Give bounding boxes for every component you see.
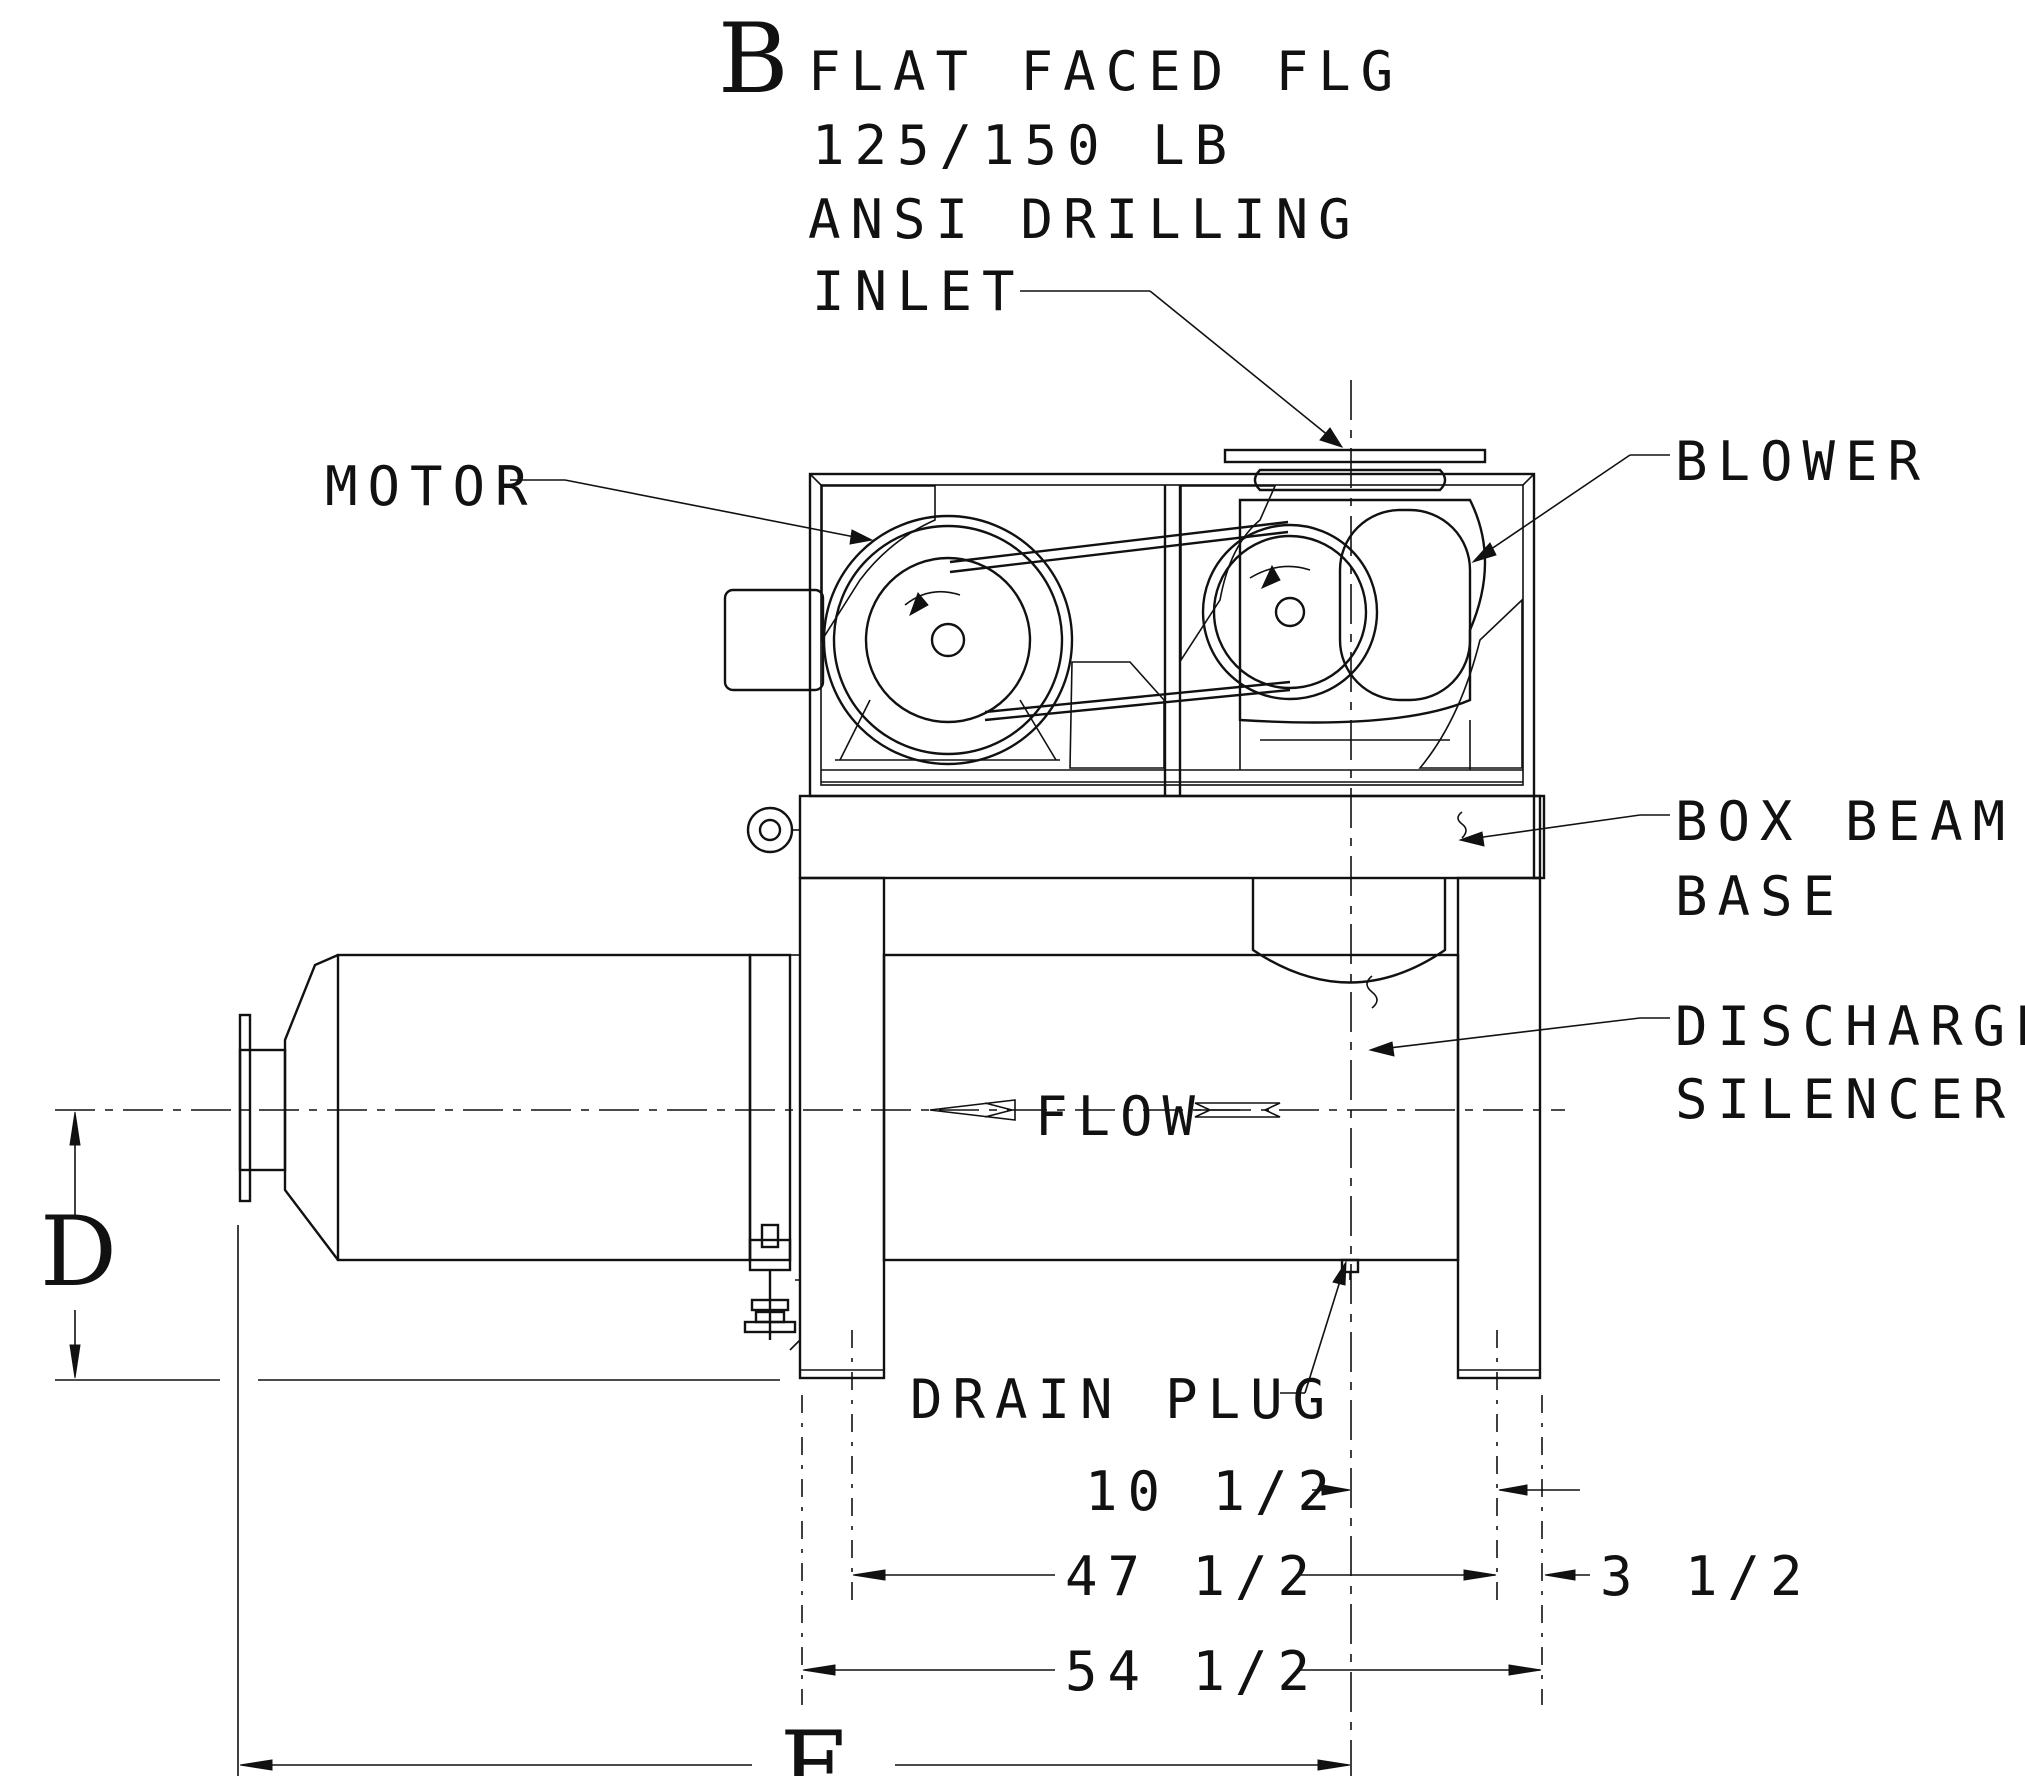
silencer-label-line1: DISCHARGE — [1675, 995, 2025, 1058]
inlet-letter: B — [718, 3, 789, 115]
inlet-label-line2: 125/150 LB — [812, 114, 1237, 177]
inlet-label-line4: INLET — [812, 260, 1025, 323]
box-beam-base — [746, 794, 1546, 880]
blower-label: BLOWER — [1675, 430, 1930, 493]
inlet-label-line1: FLAT FACED FLG — [808, 40, 1403, 103]
leader-lines — [510, 290, 1670, 1394]
dimension-labels: D E 10 1/2 47 1/2 3 1/2 54 1/2 — [40, 1196, 1813, 1776]
silencer-label-line2: SILENCER — [1675, 1068, 2015, 1131]
discharge-silencer — [238, 878, 1460, 1351]
flow-label: FLOW — [1035, 1085, 1205, 1148]
flow-indicator — [929, 1099, 1281, 1121]
dimension-47-1-2: 47 1/2 — [1065, 1545, 1320, 1608]
callout-labels: B FLAT FACED FLG 125/150 LB ANSI DRILLIN… — [325, 3, 2025, 1431]
dimension-3-1-2: 3 1/2 — [1600, 1545, 1813, 1608]
base-label-line2: BASE — [1675, 865, 1845, 928]
motor-label: MOTOR — [325, 455, 538, 518]
centerlines — [55, 380, 1565, 1776]
belt-guard — [808, 472, 1536, 798]
dimension-lines — [55, 1111, 1590, 1776]
dimension-d-letter: D — [40, 1196, 117, 1308]
inlet-label-line3: ANSI DRILLING — [808, 188, 1361, 251]
dimension-e-letter: E — [780, 1711, 850, 1776]
motor — [723, 514, 1074, 766]
blower — [1201, 448, 1487, 770]
drain-plug-label: DRAIN PLUG — [910, 1368, 1335, 1431]
dimension-10-1-2: 10 1/2 — [1085, 1460, 1340, 1523]
dimension-54-1-2: 54 1/2 — [1065, 1640, 1320, 1703]
base-label-line1: BOX BEAM — [1675, 790, 2015, 853]
